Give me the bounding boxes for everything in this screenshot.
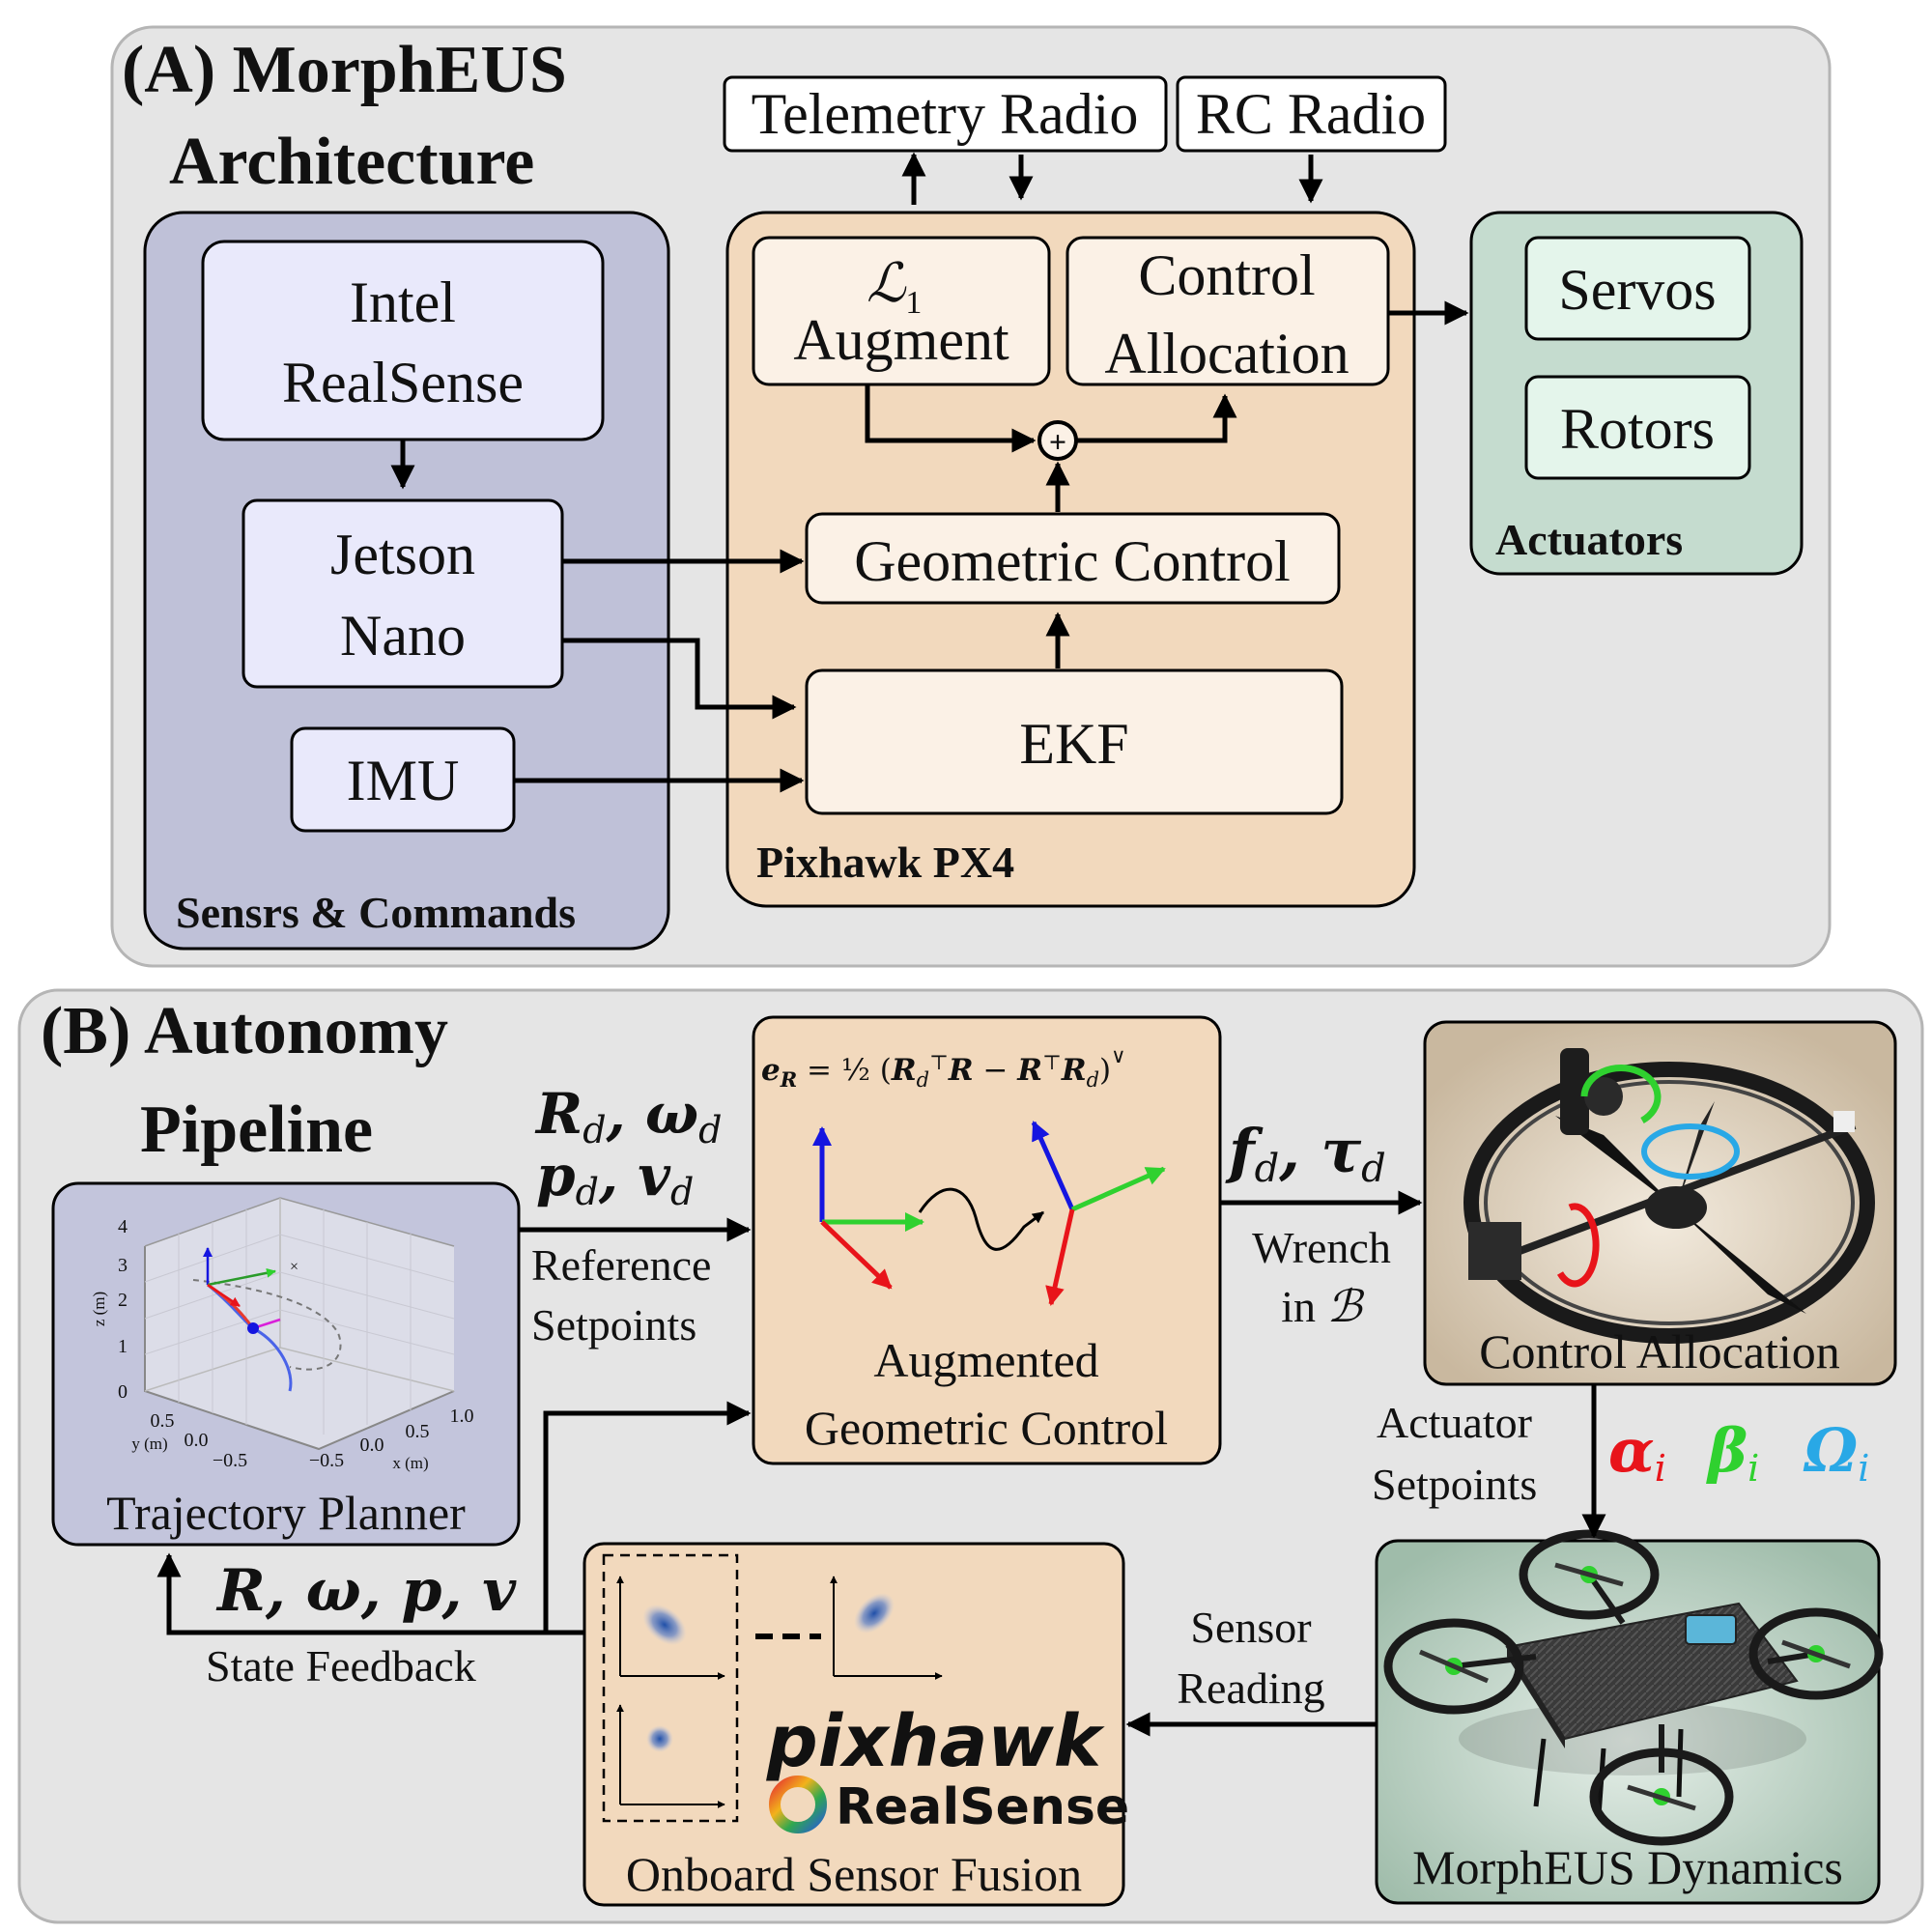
state-feedback-label: State Feedback: [206, 1641, 476, 1690]
omega-symbol: Ωi: [1803, 1415, 1869, 1490]
plot-y-label: y (m): [131, 1435, 167, 1453]
rotors-box: [1524, 375, 1751, 480]
panel-b-title-line2: Pipeline: [140, 1093, 373, 1167]
sensor-fusion-box: [582, 1542, 1125, 1907]
wrench-label-line2: in ℬ: [1281, 1282, 1364, 1331]
state-math: R, ω, p, v: [215, 1557, 517, 1625]
reference-label-line1: Reference: [531, 1240, 711, 1290]
plot-y-tick-1: 0.0: [185, 1430, 209, 1451]
augmented-control-box: [752, 1015, 1222, 1465]
plot-y-tick-0: 0.5: [151, 1410, 175, 1432]
sensor-label-line2: Reading: [1177, 1663, 1324, 1713]
sensor-label-line1: Sensor: [1190, 1603, 1311, 1652]
plot-z-tick-4: 4: [118, 1216, 128, 1237]
pixhawk-logo: pixhawk: [766, 1700, 1105, 1783]
jetson-label-line2: Nano: [340, 604, 466, 668]
panel-a-connections: [390, 152, 1469, 793]
panel-a: (A) MorphEUS Architecture Telemetry Radi…: [110, 25, 1832, 968]
geometric-control-box: [805, 512, 1341, 605]
wrench-label-line1: Wrench: [1252, 1223, 1391, 1272]
plot-z-tick-0: 0: [118, 1381, 128, 1403]
plot-z-tick-3: 3: [118, 1255, 128, 1276]
plot-x-tick-1: 0.0: [360, 1435, 384, 1456]
plot-x-tick-3: 1.0: [450, 1406, 474, 1427]
telemetry-radio-box: [723, 75, 1168, 153]
control-allocation-line2: Allocation: [1104, 322, 1349, 385]
jetson-nano-box: [242, 498, 564, 689]
sum-symbol: +: [1049, 424, 1066, 459]
sensors-group-label: Sensrs & Commands: [176, 888, 576, 937]
plot-y-tick-2: −0.5: [213, 1450, 247, 1471]
reference-label-line2: Setpoints: [531, 1300, 696, 1350]
panel-b: (B) Autonomy Pipeline Trajectory Planner…: [17, 988, 1924, 1924]
actuator-label-line1: Actuator: [1377, 1398, 1532, 1447]
actuators-group-label: Actuators: [1495, 515, 1683, 564]
alpha-symbol: αi: [1608, 1415, 1666, 1490]
plot-x-label: x (m): [392, 1454, 428, 1472]
control-allocation-line1: Control: [1138, 243, 1315, 307]
l1-augment-box: [752, 236, 1051, 386]
augmented-label-line2: Geometric Control: [805, 1401, 1168, 1455]
rc-radio-box: [1176, 75, 1447, 153]
panel-a-title-line2: Architecture: [169, 125, 534, 199]
panel-b-connections: [156, 1190, 1606, 1737]
trajectory-planner-label: Trajectory Planner: [106, 1486, 466, 1540]
imu-label: IMU: [347, 749, 460, 812]
ekf-label: EKF: [1019, 712, 1128, 776]
servos-label: Servos: [1558, 258, 1716, 322]
ring-vehicle-render: [1463, 1048, 1875, 1344]
reference-math-line1: Rd, ωd: [534, 1081, 722, 1151]
reference-math-line2: pd, vd: [536, 1143, 694, 1213]
panel-a-title-line1: (A) MorphEUS: [122, 33, 567, 107]
eR-equation: eR = ½ (Rd⊤R − R⊤Rd)∨: [761, 1044, 1126, 1092]
plot-x-tick-0: −0.5: [309, 1450, 344, 1471]
plot-x-tick-2: 0.5: [406, 1421, 430, 1442]
intel-label-line1: Intel: [350, 270, 456, 334]
servos-box: [1524, 236, 1751, 341]
panel-b-title-line1: (B) Autonomy: [41, 994, 448, 1068]
rotors-label: Rotors: [1560, 397, 1715, 461]
plot-z-tick-1: 1: [118, 1336, 128, 1357]
realsense-logo-mark: [769, 1776, 827, 1833]
jetson-label-line1: Jetson: [330, 523, 475, 586]
rc-radio-label: RC Radio: [1196, 82, 1426, 146]
plot-z-tick-2: 2: [118, 1290, 128, 1311]
augmented-label-line1: Augmented: [873, 1333, 1098, 1387]
wrench-math: fd, τd: [1225, 1116, 1386, 1191]
actuator-label-line2: Setpoints: [1372, 1460, 1537, 1509]
pixhawk-group-label: Pixhawk PX4: [756, 838, 1014, 887]
l1-symbol: ℒ1: [867, 254, 922, 321]
intel-label-line2: RealSense: [282, 351, 524, 414]
gaussian-illustration: [602, 1553, 943, 1823]
telemetry-radio-label: Telemetry Radio: [752, 82, 1139, 146]
dynamics-label: MorphEUS Dynamics: [1412, 1840, 1843, 1894]
geometric-control-label: Geometric Control: [854, 529, 1291, 593]
l1-augment-label: Augment: [793, 308, 1009, 372]
sensor-fusion-label: Onboard Sensor Fusion: [626, 1847, 1082, 1901]
beta-symbol: βi: [1706, 1415, 1759, 1490]
quadrotor-render: [1383, 1529, 1884, 1846]
plot-z-label: z (m): [90, 1292, 108, 1326]
frame-illustration: [812, 1121, 1166, 1306]
ekf-box: [805, 668, 1344, 815]
trajectory-3d-plot: 0 1 2 3 4 z (m) 0.5 0.0 −0.5 y (m) −0.5 …: [90, 1197, 474, 1472]
realsense-logo-text: RealSense: [836, 1778, 1129, 1836]
control-allocation-label: Control Allocation: [1479, 1324, 1840, 1378]
svg-text:×: ×: [290, 1259, 298, 1275]
